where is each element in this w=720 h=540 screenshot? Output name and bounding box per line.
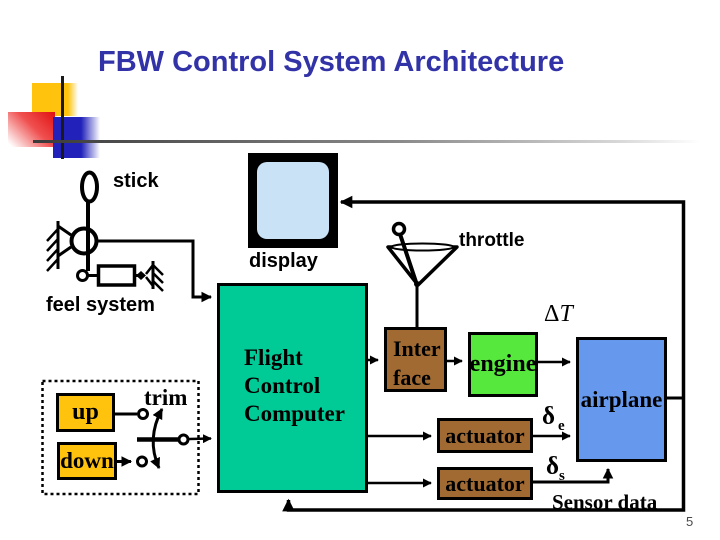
- accent-vertical-line: [61, 76, 64, 159]
- page-number: 5: [686, 514, 694, 529]
- fcc-label-line2: Control: [244, 373, 321, 398]
- trim-down-button: down: [57, 442, 117, 480]
- display-label: display: [249, 250, 318, 272]
- interface-label-line2: face: [393, 365, 431, 390]
- trim-down-label: down: [60, 448, 114, 473]
- sensor-data-label: Sensor data: [552, 490, 658, 514]
- throttle-lever-icon: [386, 221, 459, 327]
- stick-mechanism-icon: [46, 170, 213, 303]
- trim-up-label: up: [72, 399, 99, 425]
- interface-box: Inter face: [384, 327, 447, 392]
- feel-system-label: feel system: [46, 294, 155, 316]
- stick-label: stick: [113, 170, 159, 192]
- interface-label-line1: Inter: [393, 336, 441, 361]
- title-underline: [33, 140, 700, 143]
- fcc-label-line1: Flight: [244, 345, 303, 370]
- delta-elevator-sub: e: [557, 418, 565, 434]
- trim-up-button: up: [56, 393, 115, 432]
- stabilizer-actuator-label: actuator: [445, 470, 525, 496]
- engine-label: engine: [469, 351, 537, 377]
- airplane-label: airplane: [580, 386, 663, 412]
- stabilizer-actuator-box: actuator: [437, 467, 533, 500]
- throttle-label: throttle: [459, 230, 525, 251]
- trim-label: trim: [144, 385, 188, 410]
- delta-thrust-symbol: T: [559, 301, 573, 327]
- engine-box: engine: [468, 332, 538, 397]
- delta-stabilizer-label: δs: [546, 453, 565, 485]
- accent-blue-square: [53, 117, 100, 158]
- delta-stabilizer-sub: s: [558, 468, 565, 484]
- accent-yellow-square: [32, 83, 78, 116]
- delta-elevator-delta: δ: [542, 403, 555, 430]
- flight-control-computer-box: Flight Control Computer: [217, 283, 368, 493]
- display-monitor: [248, 153, 338, 248]
- feedback-loop-wire: [282, 195, 686, 512]
- delta-thrust-label: ΔT: [544, 301, 573, 328]
- delta-thrust-delta: Δ: [544, 301, 560, 327]
- signal-wires: [368, 355, 614, 488]
- slide-title: FBW Control System Architecture: [98, 46, 565, 78]
- elevator-actuator-label: actuator: [445, 422, 525, 448]
- display-screen: [257, 162, 329, 239]
- elevator-actuator-box: actuator: [437, 418, 533, 453]
- airplane-box: airplane: [576, 337, 667, 462]
- fcc-label-line3: Computer: [244, 401, 345, 426]
- trim-switch-icon: [41, 379, 212, 496]
- delta-stabilizer-delta: δ: [546, 453, 559, 480]
